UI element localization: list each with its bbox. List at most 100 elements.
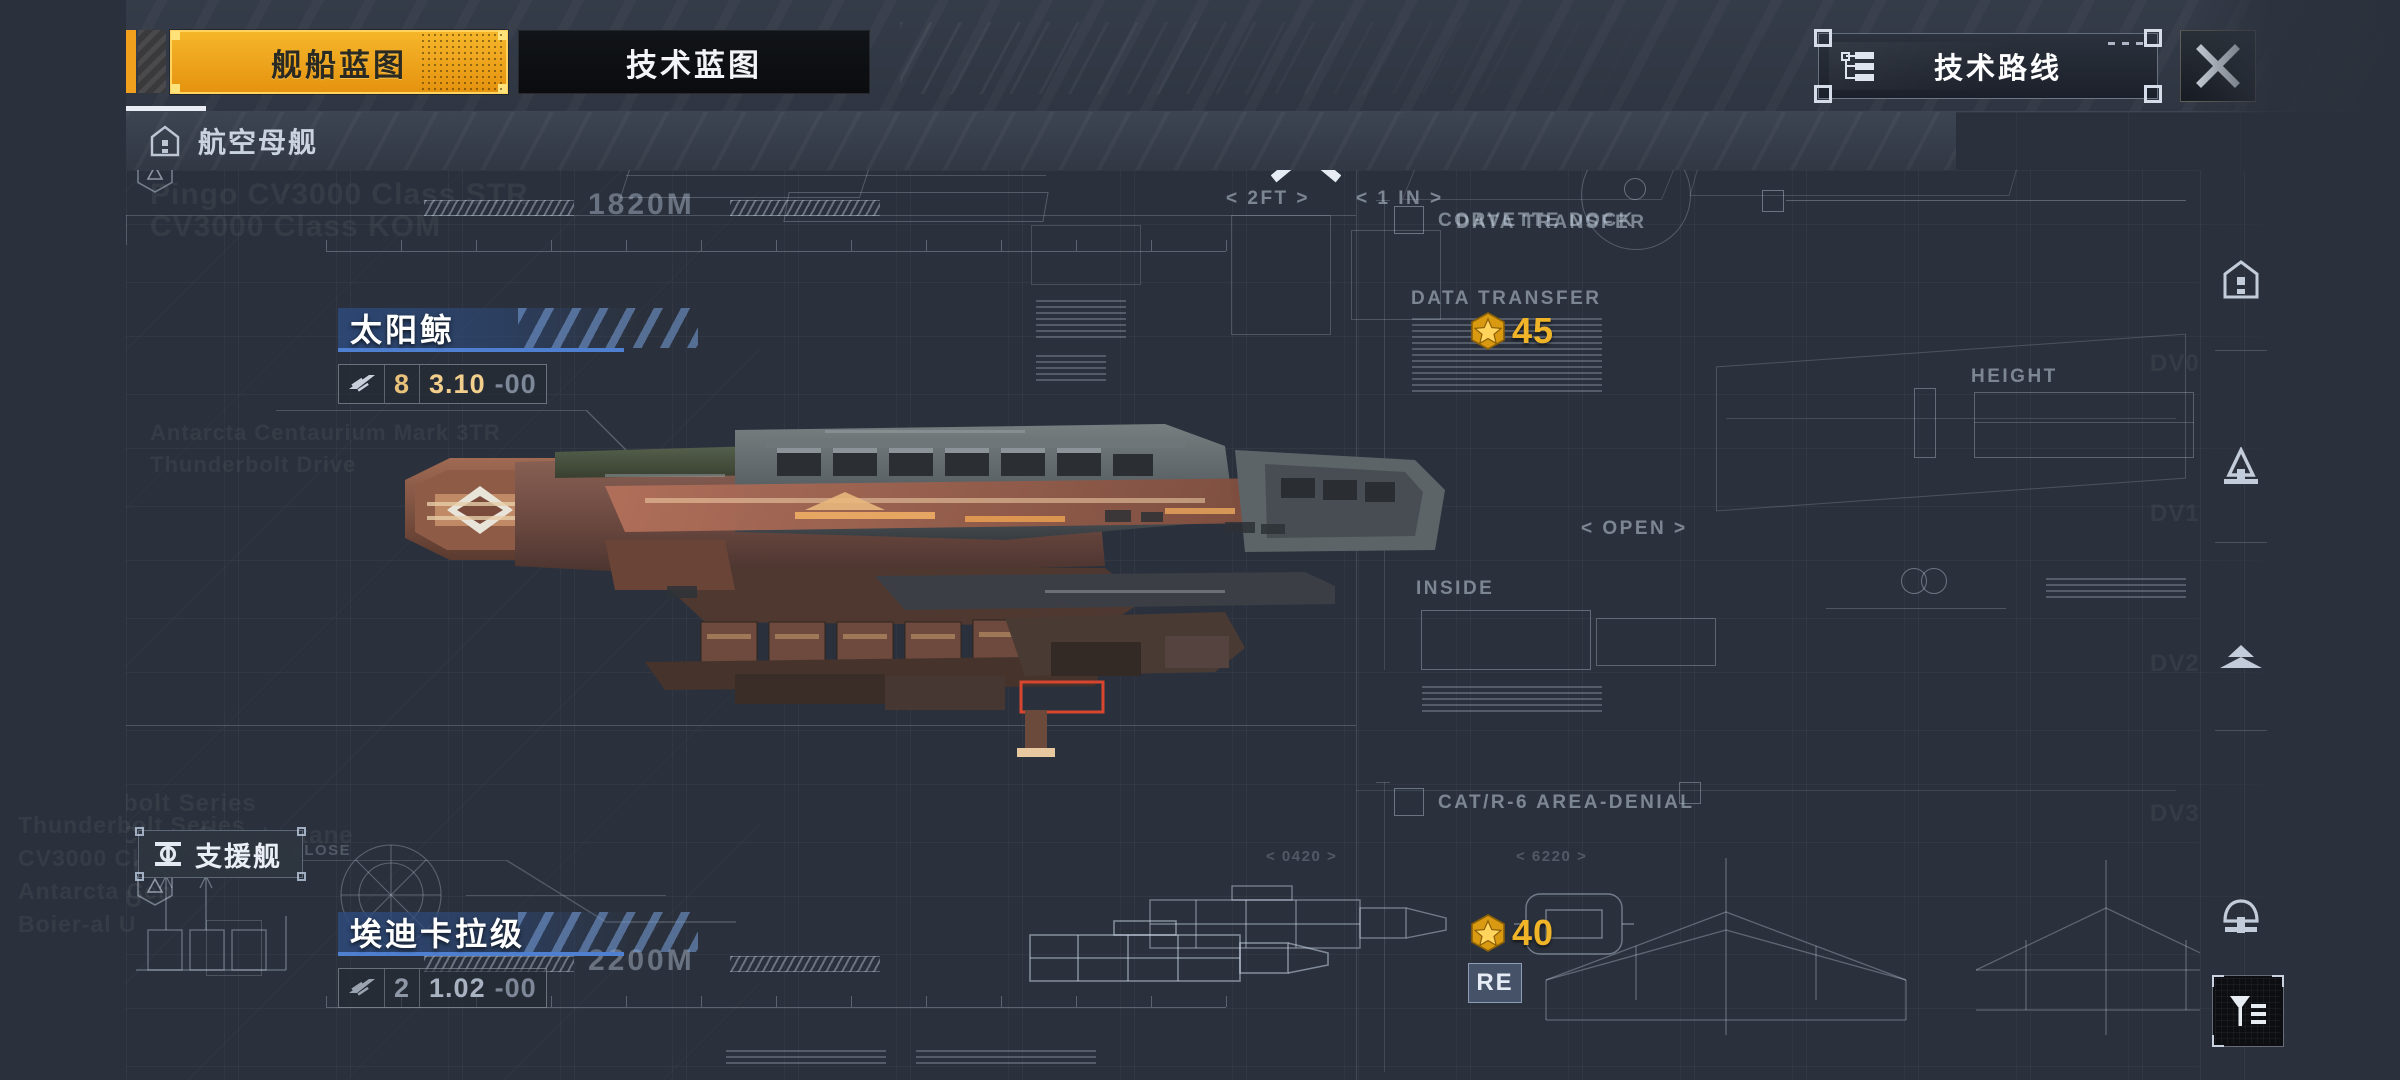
tab-corner-bl bbox=[171, 84, 180, 93]
row-divider bbox=[126, 725, 1356, 726]
rail-separator-1 bbox=[2215, 350, 2267, 351]
sidebar-item-cruiser[interactable] bbox=[2213, 440, 2269, 496]
dimension-hatch-right-top bbox=[730, 200, 880, 216]
carrier-class-icon bbox=[150, 125, 180, 157]
filter-corner-tr bbox=[2272, 975, 2284, 987]
panel-rule-cap-2 bbox=[1376, 782, 1390, 783]
support-ship-tooltip: 支援舰 bbox=[135, 827, 306, 881]
ship-name-underline bbox=[338, 348, 624, 352]
tab-accent-hatch bbox=[138, 30, 166, 93]
dimension-top-label: 1820M bbox=[588, 188, 695, 221]
sidebar-item-support[interactable] bbox=[2213, 890, 2269, 946]
tooltip-corner-tl bbox=[135, 827, 144, 836]
tech-route-button[interactable]: 技术路线 bbox=[1814, 29, 2162, 103]
ship-cost-ediacaran: 40 bbox=[1468, 912, 1554, 954]
filter-icon bbox=[2230, 996, 2266, 1026]
panel-top-rule bbox=[1786, 200, 2186, 201]
ship-name: 埃迪卡拉级 bbox=[350, 916, 526, 952]
tab-ship-blueprint[interactable]: 舰船蓝图 bbox=[170, 30, 508, 94]
sidebar-item-destroyer[interactable] bbox=[2213, 632, 2269, 688]
dimension-hatch-right-bottom bbox=[730, 956, 880, 972]
tooltip-corner-br bbox=[297, 872, 306, 881]
sidebar-item-carrier[interactable] bbox=[2213, 252, 2269, 308]
label-data-transfer: DATA TRANSFER bbox=[1411, 288, 1602, 309]
corvette-dock-swatch bbox=[1394, 206, 1424, 234]
module-box-a bbox=[1231, 215, 1331, 335]
tab-corner-tl bbox=[171, 31, 180, 40]
ship-class-rail bbox=[2200, 170, 2280, 1080]
ruler-top bbox=[326, 232, 1227, 252]
tab-corner-tr bbox=[498, 31, 507, 40]
ship-name-plate: 太阳鲸 bbox=[338, 308, 698, 348]
radar-circle-inner bbox=[1624, 178, 1646, 200]
support-ship-icon bbox=[155, 842, 181, 866]
tab-tech-blueprint[interactable]: 技术蓝图 bbox=[518, 30, 870, 94]
ship-entry-ediacaran[interactable]: 埃迪卡拉级 2 1.02 -00 bbox=[338, 912, 698, 1008]
panel-rule-cap bbox=[1376, 200, 1390, 201]
dimension-hatch-left-top bbox=[424, 200, 574, 216]
marker-open: < OPEN > bbox=[1581, 518, 1688, 539]
marker-6220: < 6220 > bbox=[1516, 848, 1588, 865]
tech-route-label: 技术路线 bbox=[1933, 53, 2062, 85]
ship-cost-taiyangjing: 45 bbox=[1468, 310, 1554, 352]
carrier-class-icon bbox=[2223, 260, 2259, 299]
ship-name-underline bbox=[338, 952, 624, 956]
tab-tech-blueprint-label: 技术蓝图 bbox=[626, 47, 762, 83]
area-denial-marker bbox=[1679, 782, 1701, 804]
tab-ship-blueprint-label: 舰船蓝图 bbox=[271, 47, 407, 83]
ship-stat-tier: 2 bbox=[385, 969, 421, 1007]
frame-top-tick bbox=[126, 215, 127, 245]
panel-rule-2 bbox=[1384, 782, 1385, 1072]
close-button[interactable] bbox=[2180, 30, 2256, 102]
marker-close-left: CLOSE bbox=[292, 842, 352, 859]
speed-icon bbox=[339, 969, 385, 1007]
micro-text-e bbox=[2046, 578, 2186, 602]
spacer-box bbox=[1394, 602, 1424, 630]
filter-button[interactable] bbox=[2212, 975, 2284, 1047]
speed-icon bbox=[339, 365, 385, 403]
schematic-line-a bbox=[626, 175, 1046, 176]
column-divider bbox=[1356, 170, 1357, 1080]
ship-cost-value: 45 bbox=[1512, 310, 1555, 351]
label-area-denial: CAT/R-6 AREA-DENIAL bbox=[1438, 792, 1695, 813]
tooltip-corner-bl bbox=[135, 872, 144, 881]
star-hex-icon bbox=[1471, 914, 1505, 952]
ship-name: 太阳鲸 bbox=[350, 312, 456, 348]
panel-top-swatch bbox=[1762, 190, 1784, 212]
micro-text-b bbox=[1036, 355, 1106, 381]
inside-rule bbox=[1826, 608, 2006, 609]
destroyer-class-icon bbox=[2220, 645, 2262, 668]
leader-line-left bbox=[466, 895, 666, 896]
tab-accent-bar bbox=[126, 30, 136, 93]
tooltip-label: 支援舰 bbox=[195, 841, 282, 872]
star-hex-icon bbox=[1471, 312, 1505, 350]
scroll-up-button[interactable] bbox=[1270, 170, 1342, 191]
panel-divider bbox=[1356, 790, 2176, 791]
label-data-transfer-top: DATA TRANSFER bbox=[1456, 212, 1647, 233]
tab-corner-br bbox=[498, 84, 507, 93]
rail-separator-2 bbox=[2215, 542, 2267, 543]
left-marker-box bbox=[206, 920, 262, 976]
schematic-outline-b bbox=[783, 192, 1049, 222]
frame-top-line bbox=[126, 215, 1356, 216]
tree-hierarchy-icon bbox=[1841, 52, 1874, 81]
label-inside: INSIDE bbox=[1416, 578, 1495, 599]
hex-marker-top-icon bbox=[137, 170, 173, 193]
ship-stat-value: 3.10 bbox=[429, 369, 486, 399]
ship-entry-taiyangjing[interactable]: 太阳鲸 8 3.10 -00 bbox=[338, 308, 698, 404]
inside-diagram-b bbox=[1596, 618, 1716, 666]
ship-name-plate: 埃迪卡拉级 bbox=[338, 912, 698, 952]
height-scale-figure bbox=[1914, 388, 1936, 458]
chevron-up-icon bbox=[1270, 170, 1342, 183]
top-bar: 舰船蓝图 技术蓝图 技术路线 bbox=[0, 0, 2400, 112]
schematic-outline-d bbox=[1689, 170, 2023, 196]
ship-stat-tier: 8 bbox=[385, 365, 421, 403]
breadcrumb-tick bbox=[126, 106, 206, 111]
height-diagram-mid bbox=[1974, 422, 2194, 423]
filter-corner-tl bbox=[2212, 975, 2224, 987]
hull-sideview-rule bbox=[1726, 418, 2176, 419]
micro-text-a bbox=[1036, 300, 1126, 340]
micro-text-g bbox=[916, 1050, 1096, 1064]
label-corvette-dock: CORVETTE DOCK bbox=[1438, 210, 1635, 231]
